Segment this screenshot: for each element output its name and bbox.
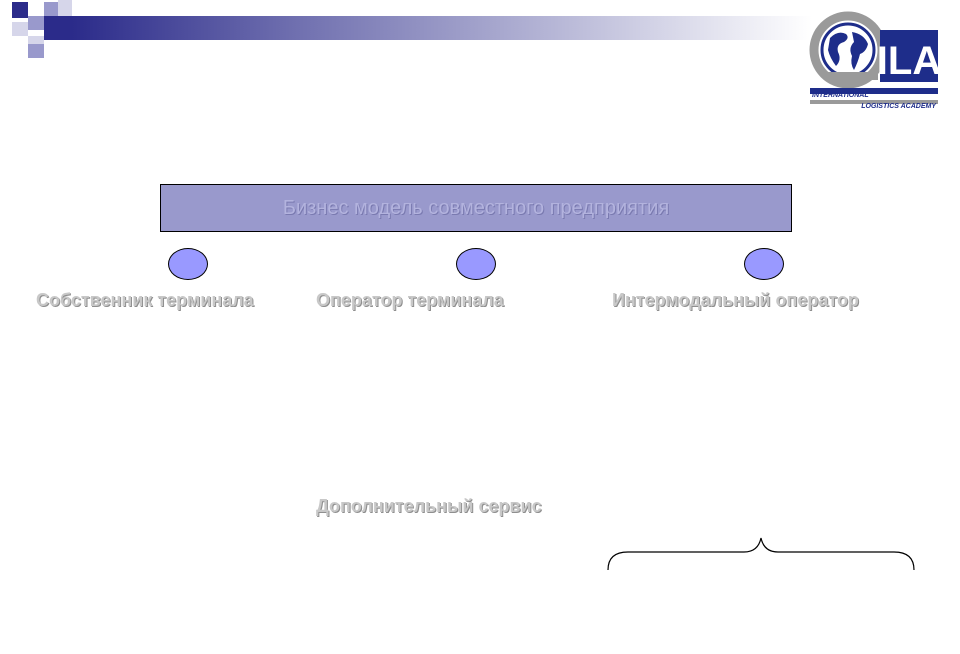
role-node-intermodal	[744, 248, 784, 280]
header-gradient-bar	[72, 16, 812, 40]
deco-square	[28, 44, 44, 58]
role-label-intermodal: Интермодальный оператор	[612, 290, 859, 310]
deco-square	[12, 22, 28, 36]
diagram-title: Бизнес модель совместного предприятия	[282, 196, 670, 219]
role-node-owner	[168, 248, 208, 280]
diagram-title-box: Бизнес модель совместного предприятия	[160, 184, 792, 232]
deco-square	[58, 0, 72, 16]
deco-square	[12, 2, 28, 18]
logo-line1: INTERNATIONAL	[812, 92, 869, 99]
extra-service-label: Дополнительный сервис	[316, 496, 542, 516]
deco-square	[28, 16, 44, 30]
logo-line2: LOGISTICS ACADEMY	[861, 103, 937, 110]
logo-letters: ILA	[877, 39, 941, 83]
role-label-operator: Оператор терминала	[316, 290, 504, 310]
logo-letters-block	[880, 30, 938, 82]
ila-logo: ILA INTERNATIONAL LOGISTICS ACADEMY	[809, 11, 941, 110]
role-node-operator	[456, 248, 496, 280]
curly-brace	[607, 537, 915, 571]
deco-square	[44, 16, 72, 40]
role-label-owner: Собственник терминала	[36, 290, 254, 310]
deco-square	[44, 2, 58, 16]
